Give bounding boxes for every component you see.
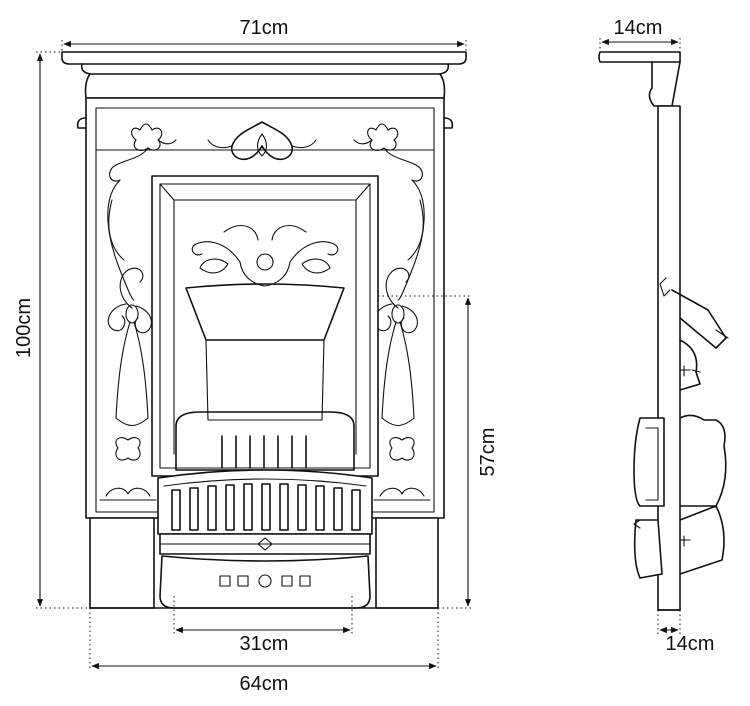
- grate-bars: [171, 483, 361, 531]
- fireback-bars: [221, 435, 307, 469]
- side-view: [598, 51, 729, 611]
- side-ash-pan: [633, 519, 663, 579]
- overall-height-label: 100cm: [13, 298, 35, 358]
- left-lower-rosette: [99, 437, 157, 501]
- side-bottom-depth-label: 14cm: [666, 633, 715, 655]
- front-view: [61, 51, 467, 609]
- grate-width-label: 31cm: [240, 633, 289, 655]
- side-mantel-shelf: [598, 51, 681, 63]
- mantel-shelf: [61, 51, 467, 65]
- left-tulip-ornament: [109, 123, 177, 182]
- right-tulip-ornament: [353, 123, 423, 182]
- opening-frame: [151, 175, 379, 477]
- right-plinth: [375, 517, 439, 609]
- canopy: [185, 283, 345, 341]
- ash-pan-vents: [219, 574, 311, 588]
- overall-width-label: 71cm: [240, 17, 289, 39]
- left-plinth: [89, 517, 155, 609]
- side-grate: [633, 417, 665, 507]
- opening-height-label: 57cm: [477, 428, 499, 477]
- side-frame: [657, 105, 681, 611]
- frieze-ornament: [207, 121, 317, 161]
- canopy-ornament: [191, 225, 339, 287]
- ash-pan: [159, 555, 371, 609]
- right-lower-rosette: [373, 437, 431, 501]
- base-width-label: 64cm: [240, 673, 289, 695]
- side-top-depth-label: 14cm: [614, 17, 663, 39]
